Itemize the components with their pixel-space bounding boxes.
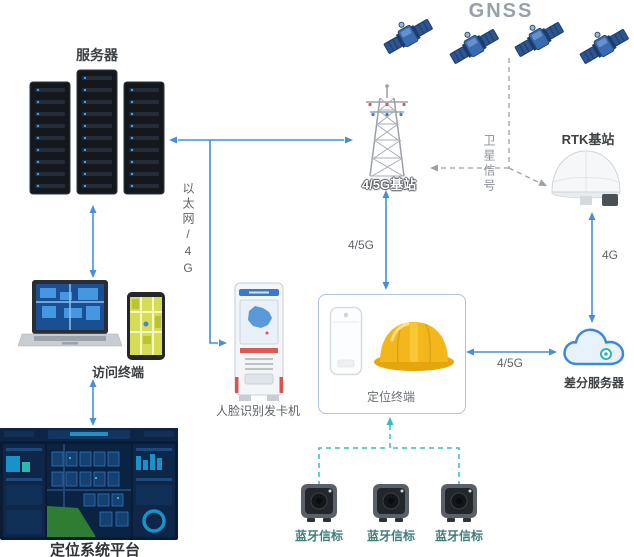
rtk-dome-icon [551,150,621,206]
satellite-icon [382,14,434,57]
satellite-icon [513,17,565,60]
cloud-server-icon [563,328,625,366]
smartphone-icon [127,292,165,360]
beacon-label: 蓝牙信标 [294,529,344,543]
positioning-tag-icon [329,306,363,376]
terminal-diff-link-label: 4/5G [497,356,524,370]
server-label: 服务器 [76,47,118,63]
safety-helmet-icon [374,322,454,371]
base-station-label: 4/5G基站 [361,177,417,192]
face-kiosk-icon [234,282,284,401]
gnss-title: GNSS [468,0,534,22]
satellite-signal-label: 卫星信号 [482,134,496,194]
bluetooth-beacon-icon [372,483,410,523]
satellite-icon [448,24,500,67]
dashboard-screenshot [0,428,178,540]
beacon-label: 蓝牙信标 [366,529,416,543]
bluetooth-beacon-icon [440,483,478,523]
laptop-icon [17,280,122,347]
face-kiosk-label: 人脸识别发卡机 [215,404,301,418]
platform-label: 定位系统平台 [49,542,141,557]
rtk-diff-link-label: 4G [602,248,619,262]
rtk-station-label: RTK基站 [561,132,615,147]
satellite-icon [578,24,630,67]
positioning-terminal-label: 定位终端 [366,390,416,404]
cell-tower-icon [366,84,408,177]
access-terminal-label: 访问终端 [91,365,145,380]
ethernet-4g-label: 以太网/4G [181,182,195,278]
bluetooth-beacon-icon [300,483,338,523]
server-rack-icon [29,69,165,195]
beacon-label: 蓝牙信标 [434,529,484,543]
diff-server-label: 差分服务器 [563,376,625,390]
station-terminal-link-label: 4/5G [348,238,375,252]
